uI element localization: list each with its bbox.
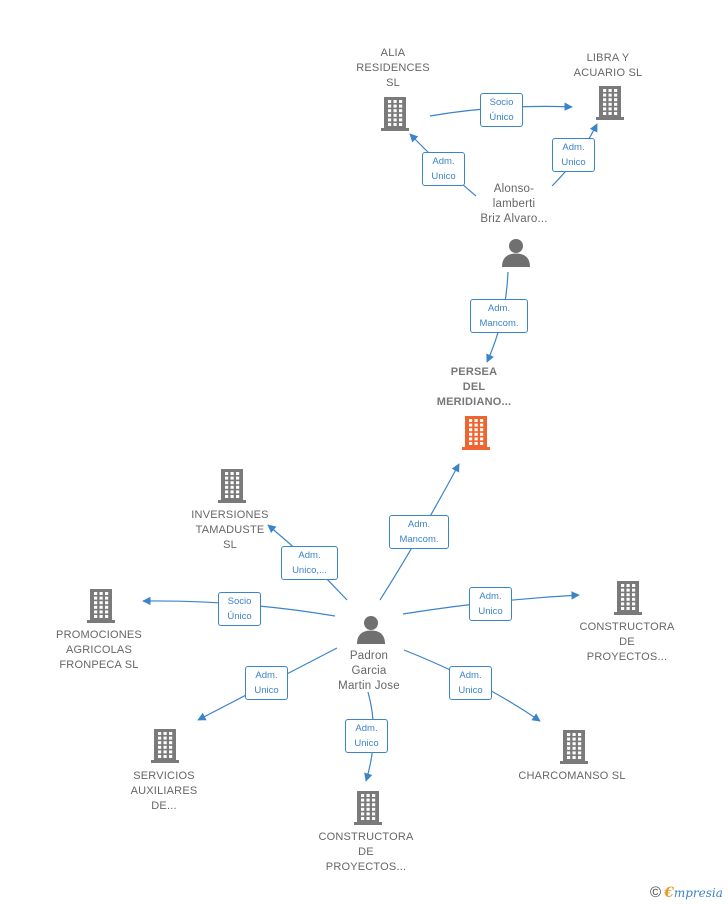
node-label-alonso[interactable]: Alonso- lamberti Briz Alvaro...: [480, 183, 548, 225]
node-label-alia[interactable]: ALIA RESIDENCES SL: [356, 47, 430, 89]
company-building-icon[interactable]: [150, 728, 180, 769]
node-label-padron[interactable]: Padron Garcia Martin Jose: [338, 650, 400, 692]
person-icon[interactable]: [501, 238, 531, 273]
company-building-icon[interactable]: [217, 468, 247, 509]
company-building-icon[interactable]: [86, 588, 116, 629]
company-building-icon[interactable]: [353, 790, 383, 831]
company-building-icon[interactable]: [595, 85, 625, 126]
node-label-servicios[interactable]: SERVICIOS AUXILIARES DE...: [130, 770, 198, 812]
edge-label-padron-to-promociones[interactable]: Socio Único: [218, 592, 261, 626]
edge-label-alonso-to-persea[interactable]: Adm. Mancom.: [470, 299, 528, 333]
person-icon[interactable]: [356, 615, 386, 650]
company-building-icon[interactable]: [559, 729, 589, 770]
node-label-charcomanso[interactable]: CHARCOMANSO SL: [518, 770, 626, 782]
node-label-persea[interactable]: PERSEA DEL MERIDIANO...: [436, 366, 512, 408]
edge-label-alonso-to-libra[interactable]: Adm. Unico: [552, 138, 595, 172]
node-label-libra[interactable]: LIBRA Y ACUARIO SL: [573, 52, 643, 79]
node-label-constructora1[interactable]: CONSTRUCTORA DE PROYECTOS...: [579, 621, 675, 663]
edge-label-padron-to-persea[interactable]: Adm. Mancom.: [389, 515, 449, 549]
copyright-icon: ©: [650, 884, 662, 901]
edge-label-padron-to-charcomanso[interactable]: Adm. Unico: [449, 666, 492, 700]
edge-label-padron-to-inversiones[interactable]: Adm. Unico,...: [281, 546, 338, 580]
edge-label-padron-to-constructora1[interactable]: Adm. Unico: [469, 587, 512, 621]
empresia-logo[interactable]: €mpresia: [664, 884, 723, 901]
edge-label-alia-to-libra[interactable]: Socio Único: [480, 93, 523, 127]
company-building-icon[interactable]: [613, 580, 643, 621]
focus-company-building-icon[interactable]: [461, 415, 491, 456]
edge-label-padron-to-servicios[interactable]: Adm. Unico: [245, 666, 288, 700]
node-label-inversiones[interactable]: INVERSIONES TAMADUSTE SL: [191, 509, 269, 551]
edge-label-padron-to-constructora2[interactable]: Adm. Unico: [345, 719, 388, 753]
copyright-footer: © €mpresia: [650, 884, 723, 901]
node-label-constructora2[interactable]: CONSTRUCTORA DE PROYECTOS...: [318, 831, 414, 873]
edge-label-alonso-to-alia[interactable]: Adm. Unico: [422, 152, 465, 186]
node-label-promociones[interactable]: PROMOCIONES AGRICOLAS FRONPECA SL: [56, 629, 142, 671]
company-building-icon[interactable]: [380, 96, 410, 137]
